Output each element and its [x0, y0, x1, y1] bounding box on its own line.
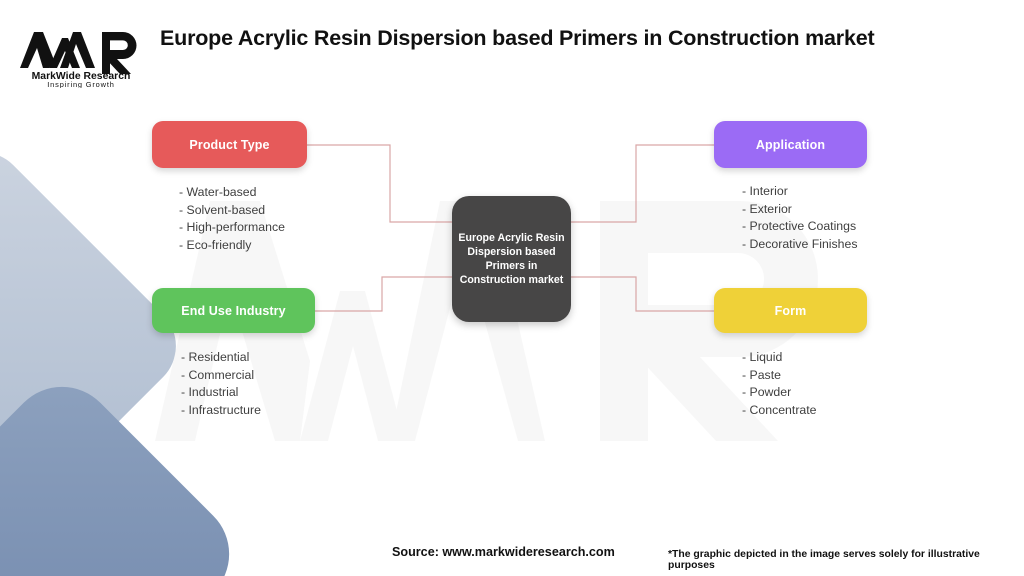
segment-product-type: Product Type - Water-based - Solvent-bas…: [152, 121, 402, 254]
segment-header-product-type[interactable]: Product Type: [152, 121, 307, 168]
footer-source[interactable]: Source: www.markwideresearch.com: [392, 545, 615, 559]
segment-header-form[interactable]: Form: [714, 288, 867, 333]
list-item: - Liquid: [742, 350, 783, 364]
segment-header-application[interactable]: Application: [714, 121, 867, 168]
list-item: - Infrastructure: [181, 402, 261, 417]
segment-list-form: - Liquid - Paste - Powder - Concentrate: [742, 349, 974, 419]
list-item: - Water-based: [179, 185, 257, 199]
list-item: - Exterior: [742, 201, 792, 216]
logo-tagline: Inspiring Growth: [47, 80, 114, 88]
list-item: - Powder: [742, 385, 792, 400]
center-node: Europe Acrylic Resin Dispersion based Pr…: [452, 196, 571, 322]
list-item: - Solvent-based: [179, 202, 266, 217]
page-title: Europe Acrylic Resin Dispersion based Pr…: [160, 26, 875, 50]
segment-application: Application - Interior - Exterior - Prot…: [714, 121, 974, 253]
list-item: - Eco-friendly: [179, 237, 252, 252]
segment-title-form: Form: [774, 303, 807, 318]
list-item: - Paste: [742, 367, 781, 382]
footer-disclaimer: *The graphic depicted in the image serve…: [668, 549, 980, 571]
mwr-watermark: [155, 201, 818, 441]
segment-list-product-type: - Water-based - Solvent-based - High-per…: [179, 184, 402, 254]
segment-title-end-use-industry: End Use Industry: [181, 303, 286, 318]
list-item: - Protective Coatings: [742, 219, 857, 234]
list-item: - Residential: [181, 350, 250, 364]
logo-company-name: MarkWide Research: [32, 71, 131, 82]
segment-header-end-use-industry[interactable]: End Use Industry: [152, 288, 315, 333]
list-item: - Industrial: [181, 385, 239, 400]
segment-list-end-use-industry: - Residential - Commercial - Industrial …: [181, 349, 402, 419]
list-item: - Commercial: [181, 367, 255, 382]
list-item: - Interior: [742, 184, 788, 198]
mwr-logo-icon: MarkWide Research Inspiring Growth: [20, 32, 137, 89]
list-item: - High-performance: [179, 220, 285, 235]
segment-list-application: - Interior - Exterior - Protective Coati…: [742, 183, 974, 253]
segment-end-use-industry: End Use Industry - Residential - Commerc…: [152, 288, 402, 419]
center-node-label: Europe Acrylic Resin Dispersion based Pr…: [458, 232, 565, 286]
list-item: - Concentrate: [742, 402, 817, 417]
list-item: - Decorative Finishes: [742, 236, 858, 251]
brand-logo: MarkWide Research Inspiring Growth: [16, 22, 146, 89]
segment-form: Form - Liquid - Paste - Powder - Concent…: [714, 288, 974, 419]
segment-title-product-type: Product Type: [189, 137, 270, 152]
segment-title-application: Application: [755, 137, 826, 152]
